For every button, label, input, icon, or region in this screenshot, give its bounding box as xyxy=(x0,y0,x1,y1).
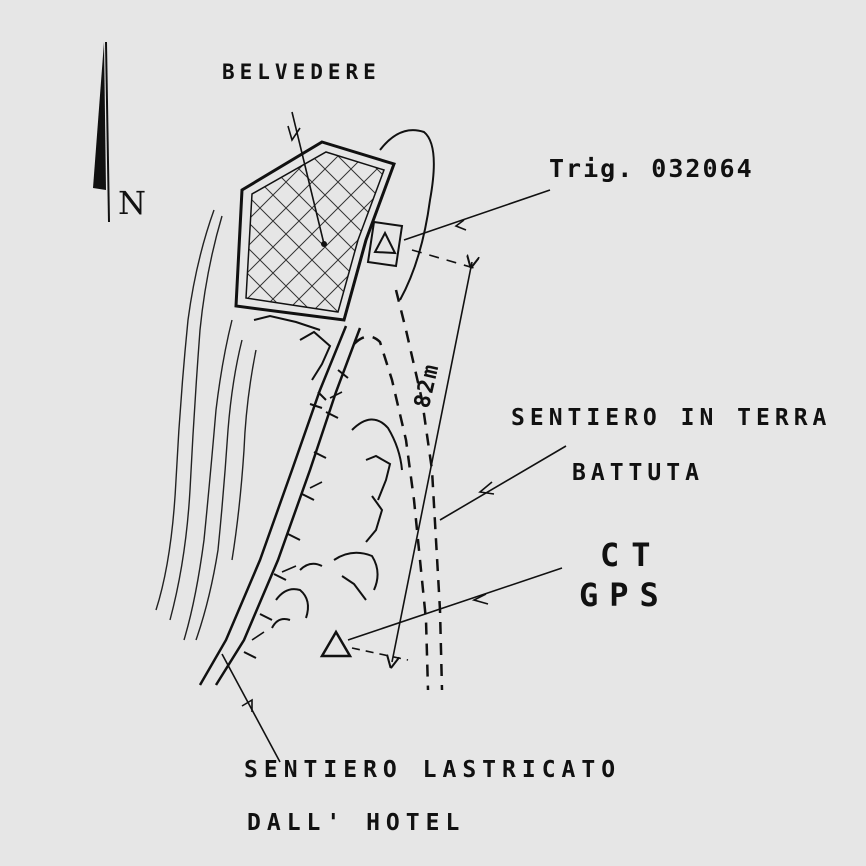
north-arrow-icon xyxy=(93,41,110,223)
north-label: N xyxy=(118,184,146,222)
dirt-trail-label-line2: BATTUTA xyxy=(572,460,704,486)
ct-label: CT xyxy=(600,536,663,574)
contour-lines xyxy=(155,209,257,641)
belvedere-platform xyxy=(234,140,396,322)
gps-label: GPS xyxy=(579,576,670,614)
dirt-trail-leader xyxy=(439,445,567,521)
dirt-trail-label-line1: SENTIERO IN TERRA xyxy=(511,405,832,431)
trig-point-marker xyxy=(366,220,404,268)
trig-point-label: Trig. 032064 xyxy=(549,154,754,183)
loop-trail xyxy=(379,129,435,301)
paved-path-label-line2: DALL' HOTEL xyxy=(247,810,466,836)
paved-path-leader xyxy=(221,653,281,763)
paved-path xyxy=(198,325,362,686)
belvedere-label: BELVEDERE xyxy=(222,60,381,84)
paved-path-label-line1: SENTIERO LASTRICATO xyxy=(244,757,622,783)
trig-leader xyxy=(403,189,551,241)
ct-gps-marker xyxy=(319,629,409,661)
ct-gps-leader xyxy=(347,567,563,641)
belvedere-leader xyxy=(287,111,325,245)
rock-outcrops xyxy=(253,314,403,629)
distance-dimension xyxy=(392,249,474,662)
